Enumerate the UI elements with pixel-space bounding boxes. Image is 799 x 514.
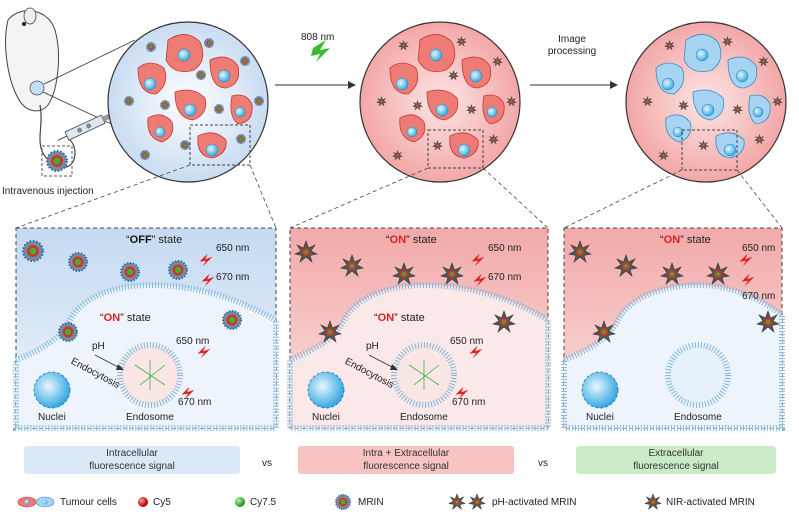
panel1-inner-670: 670 nm bbox=[178, 397, 212, 408]
signal-box-3-line2: fluorescence signal bbox=[633, 461, 719, 472]
panel2-inner-state-word: ON bbox=[377, 312, 395, 324]
panel1-inner-650: 650 nm bbox=[176, 336, 210, 347]
image-processing-label-line1: Image bbox=[558, 34, 586, 45]
legend-graphics bbox=[17, 493, 662, 510]
panel2-ph: pH bbox=[366, 341, 379, 352]
tumour-circle-3 bbox=[625, 21, 787, 183]
panel1-inner-state-suffix: state bbox=[123, 312, 151, 324]
panel1-top-state: “OFF” state bbox=[126, 234, 183, 246]
legend-cy5: Cy5 bbox=[153, 497, 171, 508]
panel2-nuclei: Nuclei bbox=[312, 412, 340, 423]
panel-1 bbox=[13, 227, 279, 431]
panel1-wl-650: 650 nm bbox=[216, 243, 250, 254]
legend-cy75: Cy7.5 bbox=[250, 497, 277, 508]
vs-label-2: vs bbox=[538, 458, 548, 469]
tumour-circle-2 bbox=[359, 21, 521, 183]
panel2-inner-state: “ON” state bbox=[374, 312, 425, 324]
signal-box-2-line1: Intra + Extracellular bbox=[362, 448, 450, 459]
panel3-top-state-suffix: state bbox=[683, 234, 711, 246]
panel1-wl-670: 670 nm bbox=[216, 272, 250, 283]
signal-box-3-line1: Extracellular bbox=[648, 448, 704, 459]
signal-box-1-line2: fluorescence signal bbox=[89, 461, 175, 472]
panel3-top-state: “ON” state bbox=[660, 234, 711, 246]
vs-label-1: vs bbox=[262, 458, 272, 469]
panel3-endosome: Endosome bbox=[674, 412, 722, 423]
signal-box-1-line1: Intracellular bbox=[106, 448, 158, 459]
arrow-step-1 bbox=[275, 40, 356, 89]
panel2-top-state-suffix: state bbox=[409, 234, 437, 246]
panel2-inner-650: 650 nm bbox=[450, 336, 484, 347]
panel1-inner-state: “ON” state bbox=[100, 312, 151, 324]
panel1-nuclei: Nuclei bbox=[38, 412, 66, 423]
panel3-wl-670: 670 nm bbox=[742, 291, 776, 302]
panel2-wl-650: 650 nm bbox=[488, 243, 522, 254]
panel2-inner-670: 670 nm bbox=[452, 397, 486, 408]
legend-nir-mrin: NIR-activated MRIN bbox=[666, 497, 755, 508]
panel-3 bbox=[561, 227, 785, 431]
panel3-nuclei: Nuclei bbox=[586, 412, 614, 423]
panel3-top-state-word: ON bbox=[663, 234, 681, 246]
injection-label: Intravenous injection bbox=[2, 186, 94, 197]
panel2-inner-state-suffix: state bbox=[397, 312, 425, 324]
signal-box-2-line2: fluorescence signal bbox=[363, 461, 449, 472]
panel-2 bbox=[287, 227, 551, 431]
laser-icon bbox=[311, 40, 330, 62]
panel2-top-state: “ON” state bbox=[386, 234, 437, 246]
signal-box-intra-extra: Intra + Extracellular fluorescence signal bbox=[298, 446, 514, 474]
signal-box-intracellular: Intracellular fluorescence signal bbox=[24, 446, 240, 474]
panel2-endosome: Endosome bbox=[400, 412, 448, 423]
laser-wavelength-label: 808 nm bbox=[301, 32, 335, 43]
legend-tumour-cells: Tumour cells bbox=[60, 497, 117, 508]
arrow-step-2 bbox=[530, 81, 618, 89]
zoom-lines bbox=[15, 164, 783, 229]
panel1-ph: pH bbox=[92, 341, 105, 352]
signal-box-extracellular: Extracellular fluorescence signal bbox=[576, 446, 776, 474]
panel2-top-state-word: ON bbox=[389, 234, 407, 246]
panel3-wl-650: 650 nm bbox=[742, 243, 776, 254]
mouse-illustration bbox=[5, 7, 136, 177]
panel2-wl-670: 670 nm bbox=[488, 272, 522, 283]
panel1-inner-state-word: ON bbox=[103, 312, 121, 324]
image-processing-label-line2: processing bbox=[547, 46, 597, 57]
panel1-endosome: Endosome bbox=[126, 412, 174, 423]
tumour-circle-1 bbox=[107, 21, 269, 183]
panel1-top-state-suffix: state bbox=[155, 234, 183, 246]
legend-mrin: MRIN bbox=[358, 497, 384, 508]
panel1-top-state-word: OFF bbox=[129, 234, 152, 246]
legend-ph-mrin: pH-activated MRIN bbox=[492, 497, 577, 508]
